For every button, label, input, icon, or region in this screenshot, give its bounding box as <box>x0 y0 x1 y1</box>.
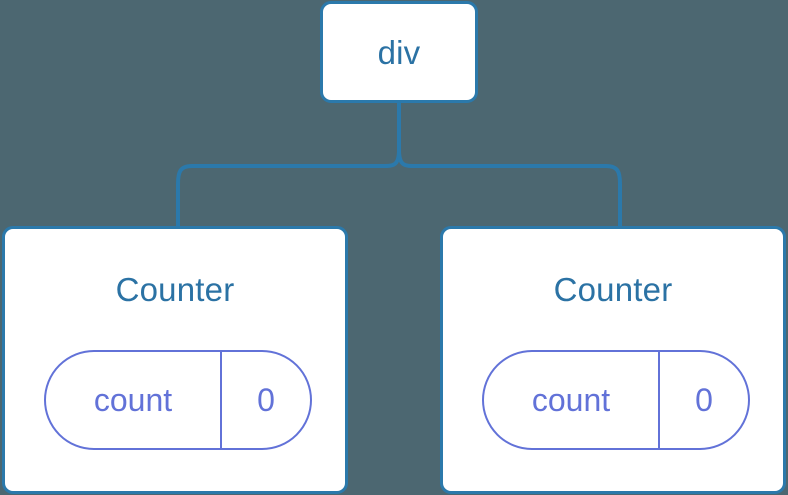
state-pill-left[interactable]: count 0 <box>44 350 312 450</box>
state-key-cell-right: count <box>484 352 660 448</box>
connector-branch-left <box>176 149 401 227</box>
node-root-div[interactable]: div <box>320 1 478 103</box>
state-key-label-left: count <box>93 382 173 418</box>
node-counter-left[interactable]: Counter count 0 <box>2 226 348 494</box>
state-key-cell-left: count <box>46 352 222 448</box>
state-value-cell-left: 0 <box>222 352 310 448</box>
state-key-label-right: count <box>531 382 611 418</box>
state-value-cell-right: 0 <box>660 352 748 448</box>
state-pill-right[interactable]: count 0 <box>482 350 750 450</box>
connector-branch-right <box>397 149 622 227</box>
state-value-label-left: 0 <box>257 382 275 418</box>
node-counter-right[interactable]: Counter count 0 <box>440 226 786 494</box>
state-value-label-right: 0 <box>695 382 713 418</box>
node-root-label: div <box>377 33 421 71</box>
node-counter-left-label: Counter <box>115 271 235 308</box>
node-counter-right-label: Counter <box>553 271 673 308</box>
